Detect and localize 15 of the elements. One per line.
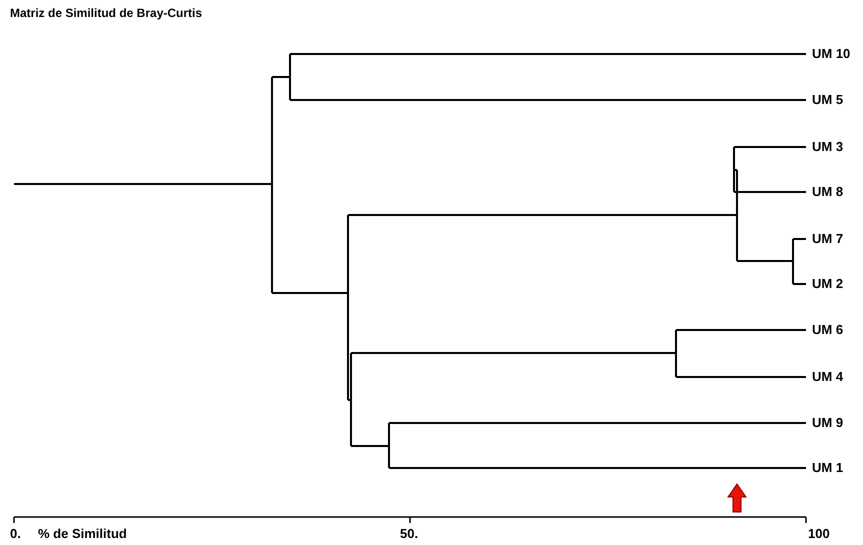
leaf-label: UM 2 <box>812 276 844 291</box>
leaf-label: UM 4 <box>812 369 844 384</box>
leaf-label: UM 10 <box>812 46 850 61</box>
leaf-label: UM 5 <box>812 92 844 107</box>
tick-label: 0. <box>10 526 21 541</box>
tick-label: 50. <box>400 526 418 541</box>
leaf-label: UM 8 <box>812 184 844 199</box>
leaf-label: UM 7 <box>812 231 844 246</box>
tick-label: 100 <box>808 526 830 541</box>
leaf-label: UM 6 <box>812 322 844 337</box>
axis-title: % de Similitud <box>38 526 127 541</box>
leaf-label: UM 3 <box>812 139 844 154</box>
leaf-label: UM 1 <box>812 460 844 475</box>
leaf-label: UM 9 <box>812 415 844 430</box>
chart-title: Matriz de Similitud de Bray-Curtis <box>10 6 202 20</box>
